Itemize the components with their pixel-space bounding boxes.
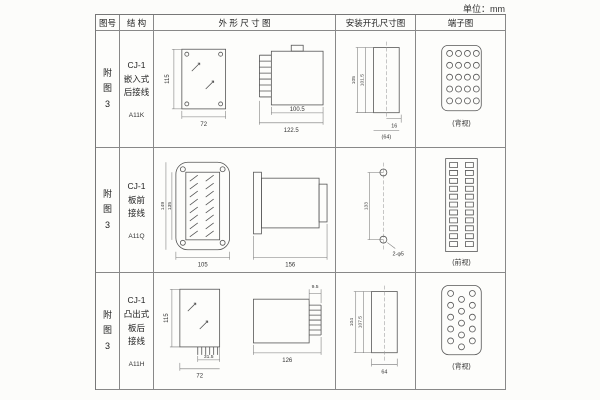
dim-label: 16 [391, 123, 397, 129]
dim-label: 101.5 [360, 73, 366, 86]
structure-code-row2: A11Q [128, 232, 145, 240]
dim-label: 107.5 [358, 315, 364, 328]
terminal-drawing-row2: (前视) [445, 157, 478, 266]
mounting-cell-row2: 133 2-φ5 [336, 148, 416, 273]
mounting-drawing-row3: 107.5 104 64 [349, 285, 398, 375]
unit-label: 单位：mm [463, 4, 505, 14]
header-outline: 外 形 尺 寸 图 [154, 15, 336, 31]
outline-cell-row1: 115 72 100.5 122.5 [154, 31, 336, 148]
dim-label: 122.5 [284, 127, 300, 133]
terminal-cell-row2: (前视) [416, 148, 506, 273]
dim-label: 64 [381, 369, 387, 375]
header-mounting: 安装开孔尺寸图 [336, 15, 416, 31]
fig-no-row2: 附 图 3 [96, 148, 120, 273]
terminal-view-label-row1: (背视) [452, 118, 470, 127]
dim-label: 2-φ5 [393, 251, 404, 257]
dim-label: 105 [351, 75, 357, 83]
header-fig: 图号 [96, 15, 120, 31]
outline-drawing-row2: 149 135 105 156 [160, 161, 328, 268]
structure-name-row3: CJ-1 凸出式 板后 接线 [123, 295, 150, 347]
outline-drawing-row3: 115 31.5 72 9.5 126 [164, 284, 322, 379]
dim-label: 100.5 [290, 106, 306, 112]
terminal-cell-row1: (背视) [416, 31, 506, 148]
fig-no-row1: 附 图 3 [96, 31, 120, 148]
dim-label: 149 [160, 201, 166, 210]
mounting-cell-row1: 101.5 105 16 (64) [336, 31, 416, 148]
outline-cell-row3: 115 31.5 72 9.5 126 [154, 273, 336, 390]
dim-label: 133 [364, 201, 370, 209]
dim-label: 115 [164, 312, 170, 322]
dim-label: 115 [165, 73, 171, 83]
fig-no-row3: 附 图 3 [96, 273, 120, 390]
structure-name-row1: CJ-1 嵌入式 后接线 [123, 60, 150, 98]
dimension-table: 图号 结 构 外 形 尺 寸 图 安装开孔尺寸图 端子图 附 图 3 CJ-1 … [95, 14, 506, 390]
structure-row1: CJ-1 嵌入式 后接线 A11K [120, 31, 154, 148]
structure-row2: CJ-1 板前 接线 A11Q [120, 148, 154, 273]
dim-label: (64) [382, 134, 392, 140]
header-structure: 结 构 [120, 15, 154, 31]
dim-label: 105 [198, 262, 209, 268]
terminal-cell-row3: (背视) [416, 273, 506, 390]
dim-label: 156 [285, 262, 296, 268]
dim-label: 72 [196, 373, 203, 379]
dim-label: 72 [200, 121, 207, 127]
terminal-drawing-row1: (背视) [441, 44, 482, 127]
mounting-cell-row3: 107.5 104 64 [336, 273, 416, 390]
mounting-drawing-row2: 133 2-φ5 [364, 162, 404, 257]
mounting-drawing-row1: 101.5 105 16 (64) [351, 41, 402, 140]
outline-cell-row2: 149 135 105 156 [154, 148, 336, 273]
terminal-view-label-row3: (背视) [452, 361, 470, 370]
dim-label: 31.5 [204, 353, 214, 359]
dim-label: 135 [167, 201, 173, 210]
dim-label: 9.5 [312, 284, 319, 290]
structure-code-row3: A11H [128, 360, 145, 368]
dim-label: 104 [349, 317, 355, 325]
terminal-drawing-row3: (背视) [441, 284, 482, 370]
outline-drawing-row1: 115 72 100.5 122.5 [165, 44, 324, 133]
dim-label: 126 [282, 357, 293, 363]
structure-row3: CJ-1 凸出式 板后 接线 A11H [120, 273, 154, 390]
terminal-view-label-row2: (前视) [452, 257, 470, 266]
structure-code-row1: A11K [128, 111, 145, 119]
header-terminal: 端子图 [416, 15, 506, 31]
structure-name-row2: CJ-1 板前 接线 [127, 181, 146, 219]
